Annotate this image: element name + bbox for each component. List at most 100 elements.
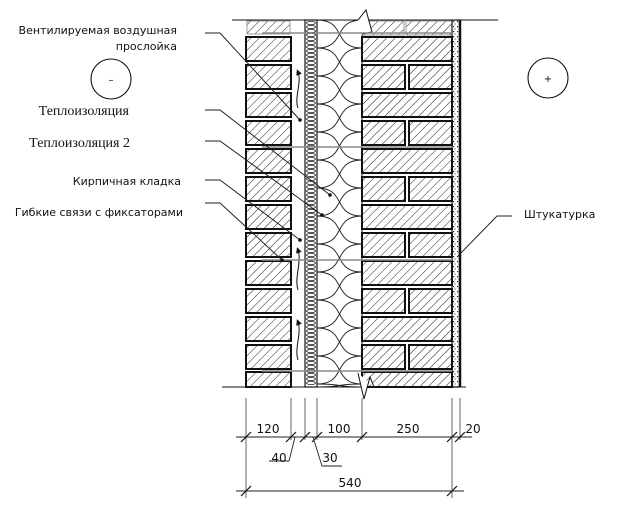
rib [306, 172, 316, 177]
rib [306, 300, 316, 305]
rib [306, 160, 316, 165]
dim-tick [356, 431, 368, 443]
brick [245, 120, 292, 146]
brick [245, 176, 292, 202]
brick-bottom-partial [245, 371, 292, 388]
rib [306, 204, 316, 209]
dim-tick [240, 485, 252, 497]
wool-curve [316, 243, 363, 273]
rib [306, 156, 316, 161]
brick-stretcher [408, 64, 453, 90]
label-plaster: Штукатурка [524, 208, 595, 221]
rib [306, 316, 316, 321]
rib [306, 125, 316, 130]
leader-lines [205, 32, 512, 262]
wool-curve [316, 299, 363, 329]
brick-header [361, 92, 453, 118]
rib [306, 328, 316, 333]
rib [306, 24, 316, 29]
leader-ventilated-gap-dot [298, 118, 302, 122]
rib [306, 212, 316, 217]
brick-header [361, 36, 453, 62]
brick [245, 344, 292, 370]
rib [306, 93, 316, 98]
rib [306, 113, 316, 118]
dim-tick [285, 431, 297, 443]
inside-sign: + [544, 74, 552, 85]
leader-insulation [205, 109, 331, 196]
rib [306, 324, 316, 329]
rib [306, 332, 316, 337]
rib [306, 244, 316, 249]
rib [306, 152, 316, 157]
rib [306, 364, 316, 369]
rib [306, 77, 316, 82]
brick [245, 36, 292, 62]
brick-stretcher [361, 64, 406, 90]
brick-stretcher [408, 288, 453, 314]
brick-stretcher [408, 232, 453, 258]
outside-sign: – [109, 75, 114, 86]
rib [306, 268, 316, 273]
leader-plaster [457, 215, 512, 257]
rib [306, 180, 316, 185]
brick [245, 92, 292, 118]
brick [245, 316, 292, 342]
brick-stretcher [361, 120, 406, 146]
rib [306, 61, 316, 66]
rib [306, 312, 316, 317]
rib [306, 240, 316, 245]
rib [306, 348, 316, 353]
dim-tick [240, 431, 252, 443]
rib [306, 188, 316, 193]
rib [306, 85, 316, 90]
rib [306, 320, 316, 325]
insulation-2-layer [304, 19, 318, 388]
label-insulation: Теплоизоляция [39, 104, 130, 119]
rib [306, 128, 316, 133]
rib [306, 220, 316, 225]
rib [306, 352, 316, 357]
rib [306, 69, 316, 74]
brick [245, 204, 292, 230]
air-flow-arrow [296, 247, 302, 291]
outer-brick-wythe [245, 20, 292, 388]
rib [306, 53, 316, 58]
brick-header [361, 316, 453, 342]
air-flow-arrow [296, 319, 302, 361]
wool-curve [316, 215, 363, 245]
rib [306, 45, 316, 50]
rib [306, 264, 316, 269]
rib [306, 208, 316, 213]
rib [306, 376, 316, 381]
rib [306, 109, 316, 114]
brick [245, 260, 292, 286]
brick-top-partial [246, 20, 291, 35]
rib [306, 73, 316, 78]
dim-callout-30 [312, 436, 342, 467]
insulation-layer [316, 19, 363, 388]
rib [306, 232, 316, 237]
rib [306, 200, 316, 205]
brick-stretcher [408, 176, 453, 202]
rib [306, 97, 316, 102]
rib [306, 65, 316, 70]
rib [306, 168, 316, 173]
label-ventilated-gap-line1: Вентилируемая воздушная [19, 24, 177, 37]
dim-40: 40 [271, 451, 286, 465]
brick-header [361, 204, 453, 230]
rib [306, 136, 316, 141]
rib [306, 280, 316, 285]
rib [306, 101, 316, 106]
rib [306, 236, 316, 241]
dim-total-540: 540 [339, 476, 362, 490]
rib [306, 360, 316, 365]
rib [306, 184, 316, 189]
wool-curve [316, 271, 363, 301]
dim-20: 20 [465, 422, 480, 436]
rib [306, 41, 316, 46]
rib [306, 224, 316, 229]
rib [306, 105, 316, 110]
label-insulation-2: Теплоизоляция 2 [29, 136, 130, 151]
wool-curve [316, 187, 363, 217]
